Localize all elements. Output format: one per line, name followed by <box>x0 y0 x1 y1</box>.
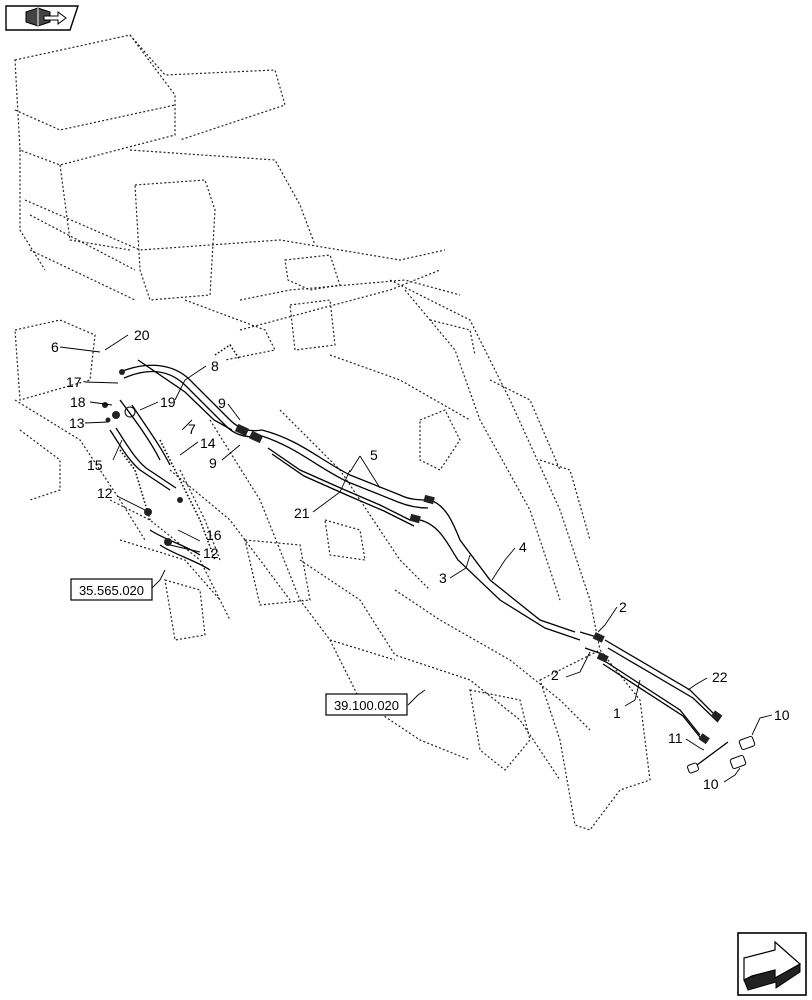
next-page-arrow-icon[interactable] <box>737 932 807 996</box>
callout-2: 2 <box>551 667 559 683</box>
callout-14: 14 <box>200 435 216 451</box>
hose-caps <box>686 735 756 774</box>
callout-11: 11 <box>668 730 683 746</box>
callout-8: 8 <box>211 358 219 374</box>
callout-10: 10 <box>703 776 719 792</box>
callout-20: 20 <box>134 327 150 343</box>
callout-6: 6 <box>51 339 59 355</box>
callout-5: 5 <box>370 447 378 463</box>
reference-box-35565020[interactable]: 35.565.020 <box>70 578 153 601</box>
leader-lines <box>59 334 773 783</box>
callout-3: 3 <box>439 570 447 586</box>
hydraulic-hoses <box>109 359 719 742</box>
callout-19: 19 <box>160 394 176 410</box>
callout-13: 13 <box>69 415 85 431</box>
callout-12: 12 <box>97 485 113 501</box>
reference-label: 35.565.020 <box>79 583 144 598</box>
callout-22: 22 <box>712 669 728 685</box>
callout-4: 4 <box>519 539 527 555</box>
fittings <box>102 369 723 745</box>
callout-18: 18 <box>70 394 86 410</box>
callout-21: 21 <box>294 505 310 521</box>
callout-17: 17 <box>66 374 82 390</box>
callout-16: 16 <box>206 527 222 543</box>
book-with-arrow-icon[interactable] <box>5 5 79 31</box>
callout-numbers: 1 2 2 3 4 5 6 7 8 9 9 10 10 11 12 12 13 … <box>51 327 790 792</box>
callout-7: 7 <box>188 421 196 437</box>
callout-9: 9 <box>218 395 226 411</box>
callout-15: 15 <box>87 457 103 473</box>
reference-box-39100020[interactable]: 39.100.020 <box>325 693 408 716</box>
callout-2: 2 <box>619 599 627 615</box>
machine-frame <box>14 34 651 831</box>
reference-label: 39.100.020 <box>334 698 399 713</box>
callout-9: 9 <box>209 455 217 471</box>
callout-12: 12 <box>203 545 219 561</box>
callout-1: 1 <box>613 705 621 721</box>
callout-10: 10 <box>774 707 790 723</box>
